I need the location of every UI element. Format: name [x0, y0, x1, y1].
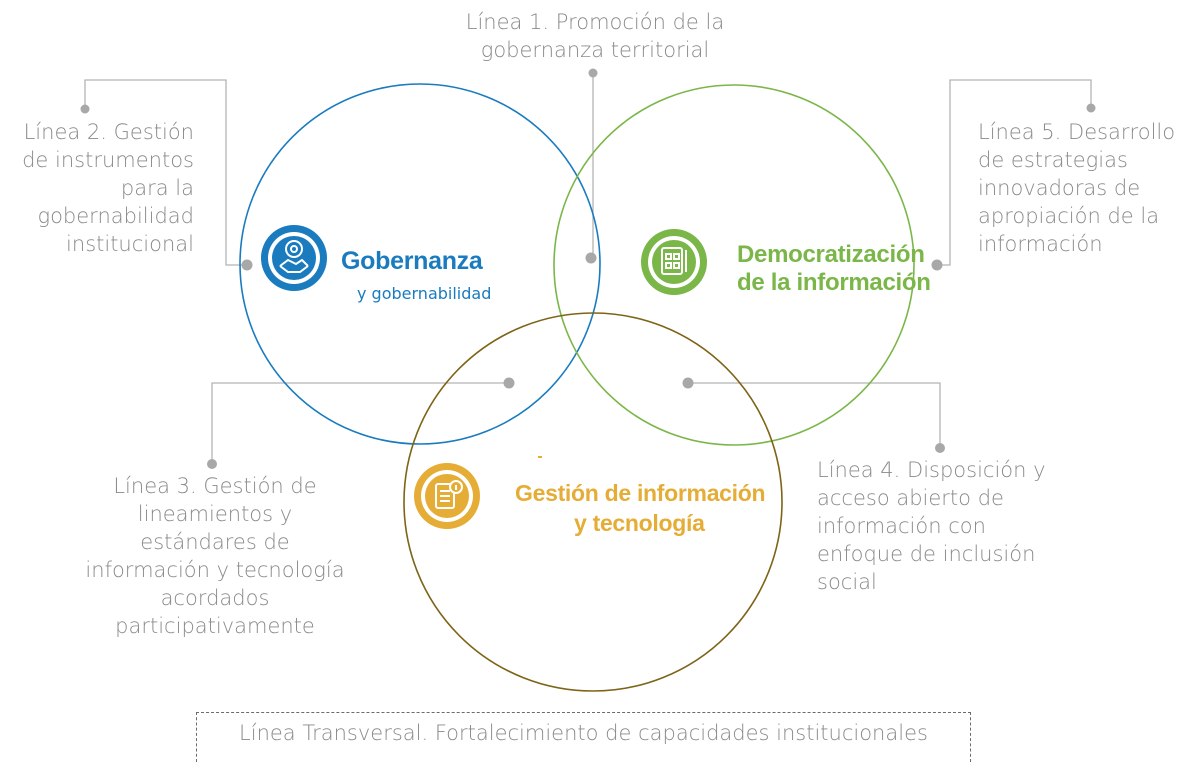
circle-democratizacion [553, 84, 915, 446]
line-2-label: Línea 2. Gestión de instrumentos para la… [22, 120, 194, 256]
gestion-title-line2: y tecnología [574, 510, 705, 536]
connector-dot-5-start [931, 259, 943, 271]
circle-gobernanza [239, 83, 601, 445]
democratizacion-title-line1: Democratización [737, 241, 925, 268]
connector-dot-3-start [503, 377, 515, 389]
connector-dot-4-end [935, 443, 945, 453]
connector-line-2 [84, 79, 247, 266]
document-info-icon [414, 463, 480, 529]
connector-dot-5-top [1086, 103, 1096, 113]
connector-dot-3-end [207, 459, 217, 469]
connector-dot-2-top [80, 104, 90, 114]
democratizacion-title-line2: de la información [737, 269, 931, 296]
handshake-gear-icon [261, 225, 327, 291]
connector-line-4 [688, 382, 941, 446]
line-1-label: Línea 1. Promoción de la gobernanza terr… [465, 10, 725, 62]
line-3-label: Línea 3. Gestión de lineamientos y están… [85, 474, 345, 638]
transversal-box: Línea Transversal. Fortalecimiento de ca… [196, 712, 971, 762]
circle-gestion [403, 312, 783, 692]
connector-dot-1-top [588, 68, 598, 78]
connector-dot-2-end [241, 259, 253, 271]
connector-line-5 [937, 79, 1092, 266]
gestion-title-line1: Gestión de información [515, 480, 766, 506]
line-5-label: Línea 5. Desarrollo de estrategias innov… [978, 120, 1176, 256]
connector-dot-1-bottom [585, 252, 597, 264]
connector-line-3 [211, 382, 509, 464]
connector-dot-4-start [682, 377, 694, 389]
gobernanza-title: Gobernanza [341, 247, 483, 275]
document-checklist-icon [641, 229, 707, 295]
line-4-label: Línea 4. Disposición y acceso abierto de… [817, 458, 1046, 594]
transversal-label: Línea Transversal. Fortalecimiento de ca… [239, 721, 928, 745]
gobernanza-subtitle: y gobernabilidad [357, 284, 492, 303]
